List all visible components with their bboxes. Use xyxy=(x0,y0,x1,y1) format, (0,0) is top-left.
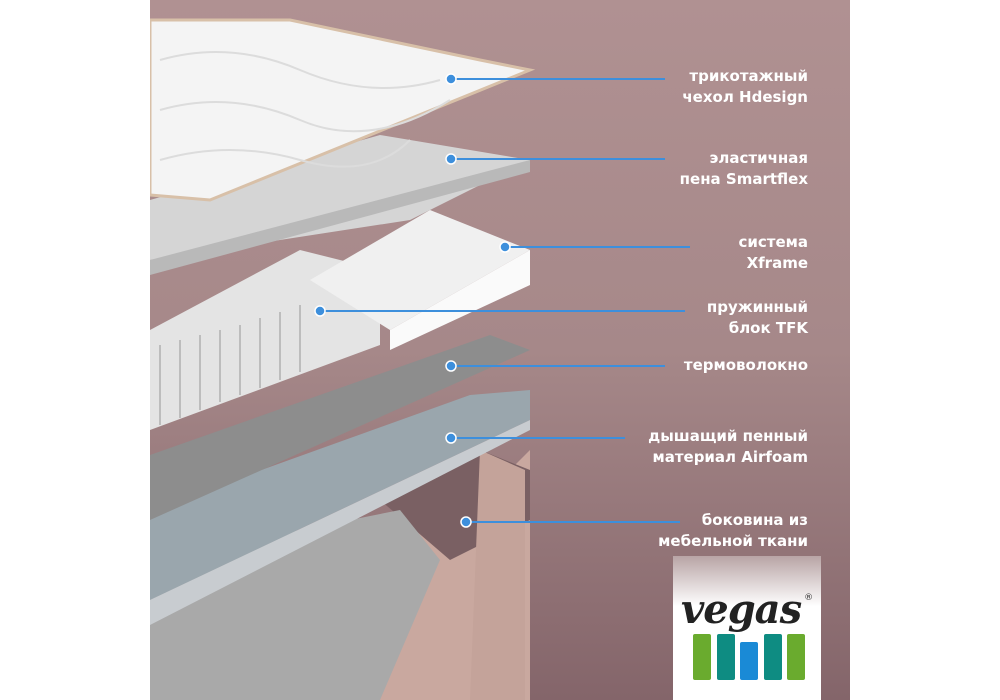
vegas-logo: vegas ® xyxy=(673,556,821,700)
mattress-layers-illustration xyxy=(150,18,690,700)
fiber-layer xyxy=(150,335,530,520)
xframe-layer xyxy=(310,210,530,330)
logo-bar xyxy=(717,634,735,680)
smartflex-layer xyxy=(150,135,530,260)
spring-block-layer xyxy=(150,250,380,430)
logo-wordmark-row: vegas ® xyxy=(681,586,813,634)
logo-bar xyxy=(693,634,711,680)
registered-mark: ® xyxy=(804,593,814,603)
logo-bar xyxy=(740,642,758,680)
cover-layer xyxy=(150,18,536,202)
label-fiber: термоволокно xyxy=(683,356,808,374)
product-panel xyxy=(150,0,850,700)
logo-bar xyxy=(764,634,782,680)
logo-bar xyxy=(787,634,805,680)
logo-wordmark: vegas xyxy=(681,586,802,633)
airfoam-layer xyxy=(150,390,530,600)
